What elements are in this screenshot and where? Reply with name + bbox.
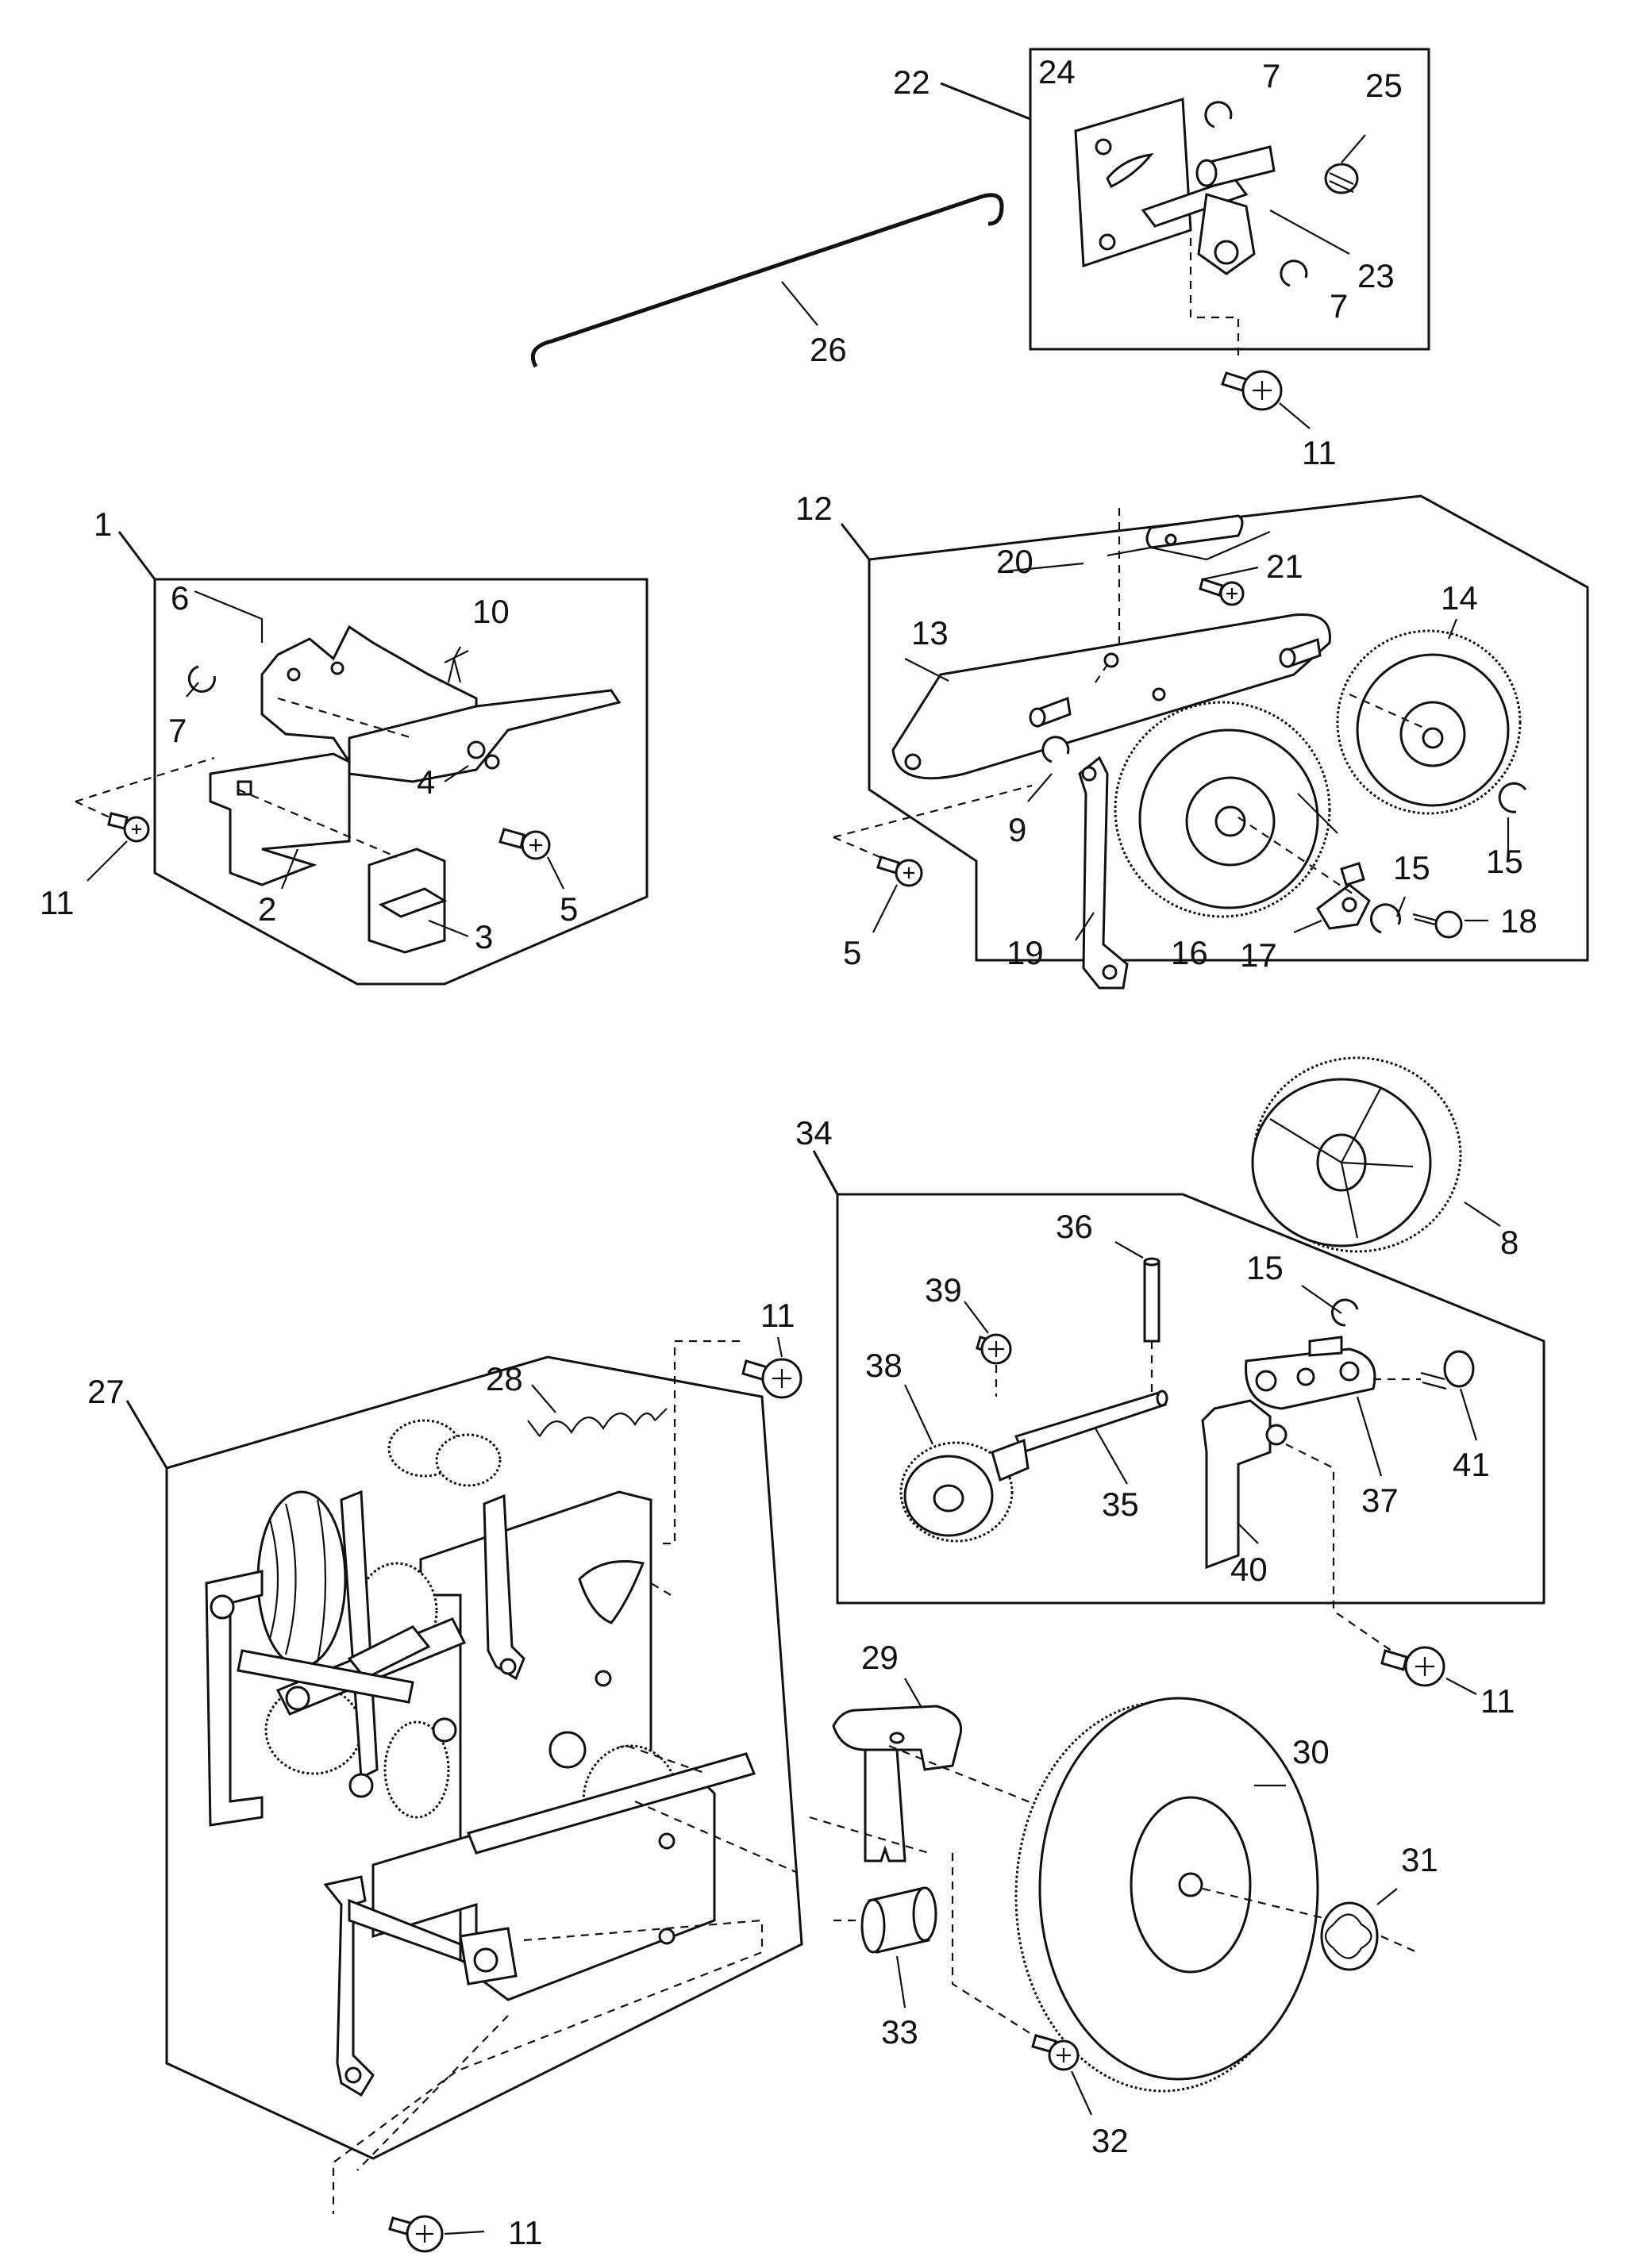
label-32: 32 [1091, 2122, 1129, 2159]
label-11b: 11 [40, 884, 75, 921]
label-18: 18 [1500, 902, 1538, 940]
part-labels: 1 2 3 4 5 5 6 7 7 7 8 9 10 11 11 11 11 1… [40, 53, 1538, 2251]
label-31: 31 [1401, 1841, 1438, 1878]
label-2: 2 [258, 890, 276, 928]
label-30: 30 [1292, 1733, 1330, 1770]
label-16: 16 [1171, 934, 1208, 971]
label-36: 36 [1056, 1208, 1093, 1245]
label-7b: 7 [1262, 57, 1280, 94]
label-28: 28 [486, 1360, 523, 1397]
label-11a: 11 [1302, 434, 1337, 471]
label-37: 37 [1361, 1482, 1399, 1519]
label-26: 26 [810, 331, 847, 368]
bar-part-13 [891, 613, 1331, 780]
label-17: 17 [1240, 936, 1277, 974]
label-19: 19 [1007, 934, 1044, 971]
label-9: 9 [1008, 811, 1026, 848]
label-5b: 5 [843, 934, 861, 971]
label-35: 35 [1102, 1486, 1139, 1523]
label-39: 39 [925, 1271, 962, 1309]
label-15c: 15 [1246, 1249, 1284, 1286]
label-24: 24 [1038, 53, 1076, 90]
label-34: 34 [795, 1114, 833, 1151]
label-12: 12 [795, 490, 833, 527]
washer-part-31 [1320, 1901, 1379, 1971]
label-7a: 7 [168, 712, 187, 749]
label-15b: 15 [1486, 843, 1523, 880]
label-25: 25 [1365, 67, 1403, 104]
label-5a: 5 [560, 890, 578, 928]
label-3: 3 [475, 918, 493, 955]
label-41: 41 [1453, 1446, 1490, 1483]
group-12-box [833, 494, 1589, 990]
plate-part-24 [1074, 98, 1192, 268]
label-20: 20 [996, 543, 1033, 580]
pin-part-36 [1143, 1260, 1160, 1343]
label-1: 1 [94, 505, 112, 543]
label-14: 14 [1441, 579, 1478, 617]
label-22: 22 [893, 63, 930, 101]
label-27: 27 [87, 1373, 125, 1410]
label-21: 21 [1266, 548, 1303, 585]
label-23: 23 [1357, 257, 1395, 294]
parts-29-33 [809, 1678, 1418, 2116]
group-34-box [812, 1150, 1545, 1695]
label-13: 13 [911, 614, 949, 652]
label-38: 38 [865, 1347, 903, 1384]
label-40: 40 [1230, 1551, 1268, 1588]
wheel-part-8 [1251, 1056, 1501, 1253]
label-4: 4 [417, 763, 435, 801]
label-33: 33 [881, 2013, 918, 2051]
group-22-box [940, 48, 1430, 429]
label-10: 10 [472, 593, 510, 630]
label-11d: 11 [1480, 1682, 1515, 1720]
label-8: 8 [1500, 1224, 1518, 1261]
label-11e: 11 [508, 2214, 543, 2251]
label-7c: 7 [1330, 287, 1348, 325]
label-11c: 11 [760, 1297, 795, 1334]
group-27-box [125, 1336, 803, 2253]
label-15a: 15 [1393, 849, 1430, 886]
label-29: 29 [861, 1639, 899, 1676]
rod-part-26 [530, 193, 1004, 368]
spring-part-28 [539, 1413, 656, 1437]
label-6: 6 [171, 579, 189, 617]
group-1-box [75, 531, 649, 986]
bracket-part-40 [1201, 1399, 1272, 1570]
